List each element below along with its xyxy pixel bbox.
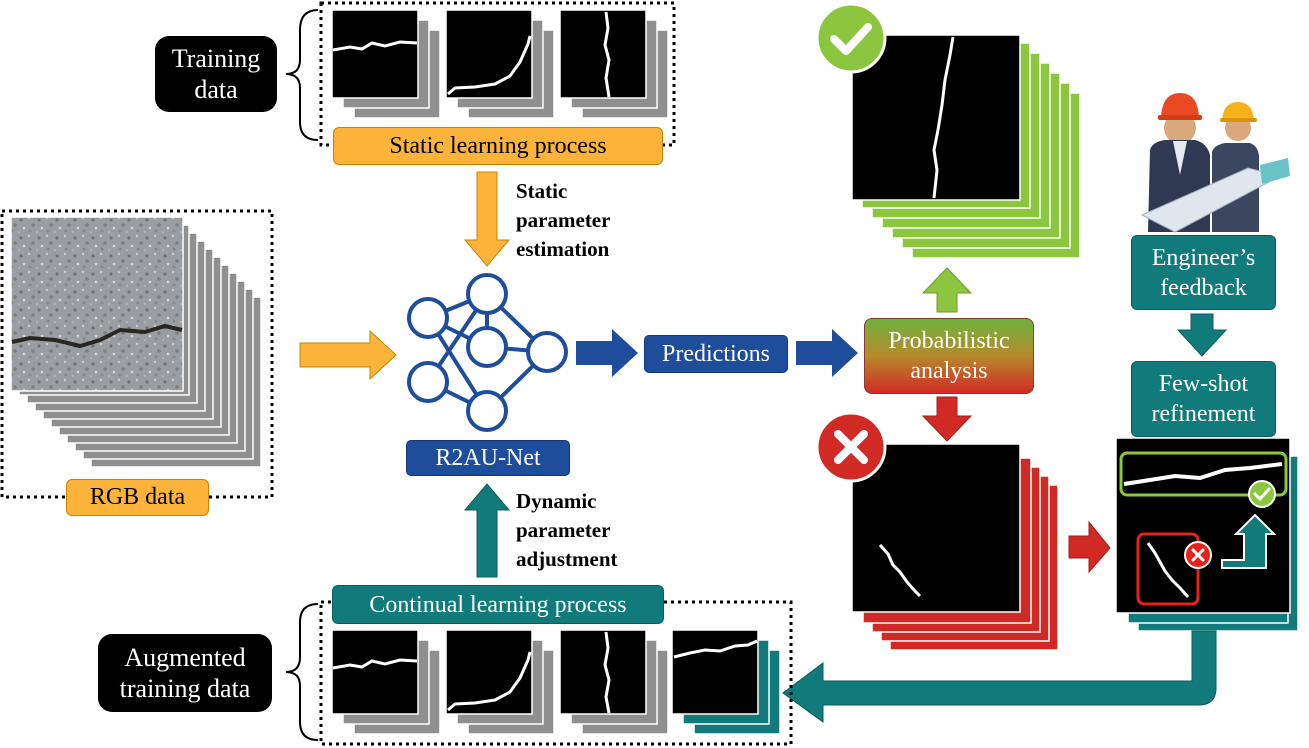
- augmented-data-group: [285, 600, 793, 746]
- return-arrow: [782, 630, 1217, 723]
- static-learning-process-label: Static learning process: [333, 127, 663, 165]
- predictions-label: Predictions: [644, 335, 788, 373]
- augmented-mask-stack-4: [671, 629, 781, 735]
- augmented-mask-stack-3: [559, 629, 669, 735]
- rgb-crack: [11, 323, 183, 349]
- to-analysis-arrow: [796, 329, 858, 377]
- to-refinement-arrow: [1068, 520, 1111, 574]
- dynamic-arrow: [463, 483, 511, 578]
- to-predictions-arrow: [576, 329, 638, 377]
- neural-network-icon: [407, 273, 568, 432]
- training-mask-stack-1: [331, 9, 441, 119]
- dynamic-parameter-adjustment-note: Dynamic parameter adjustment: [516, 489, 618, 571]
- r2au-net-label: R2AU-Net: [406, 440, 570, 476]
- refinement-check-icon: [1248, 480, 1276, 508]
- rgb-asphalt-image: [10, 216, 184, 392]
- training-data-border: [319, 1, 676, 147]
- augmented-mask-stack-2: [445, 629, 555, 735]
- rgb-data-group: [0, 209, 274, 499]
- feedback-arrow: [1176, 313, 1228, 357]
- static-parameter-estimation-note: Static parameter estimation: [516, 179, 611, 261]
- training-mask-stack-2: [445, 9, 555, 119]
- rejected-prediction-stack: [851, 443, 1059, 651]
- check-icon: [815, 2, 887, 74]
- augmented-data-brace: [285, 603, 319, 741]
- rgb-data-border: [0, 209, 274, 499]
- engineers-feedback-label: Engineer’s feedback: [1131, 235, 1276, 310]
- augmented-training-data-label: Augmented training data: [98, 634, 272, 712]
- training-data-group: [285, 1, 676, 147]
- accepted-prediction-stack: [851, 34, 1081, 259]
- augmented-mask-stack-1: [331, 629, 441, 735]
- training-mask-stack-3: [559, 9, 669, 119]
- probabilistic-analysis-label: Probabilistic analysis: [864, 318, 1034, 394]
- continual-learning-process-label: Continual learning process: [332, 585, 664, 624]
- accept-arrow: [921, 267, 973, 313]
- few-shot-refinement-label: Few-shot refinement: [1131, 361, 1276, 437]
- augmented-data-border: [319, 600, 793, 746]
- accepted-region-box: [1119, 451, 1288, 497]
- static-arrow: [463, 171, 511, 267]
- rgb-data-label: RGB data: [66, 479, 209, 516]
- engineers-illustration: [1140, 93, 1290, 233]
- reject-arrow: [921, 396, 973, 442]
- cross-icon: [815, 411, 887, 483]
- training-data-brace: [285, 9, 319, 141]
- training-data-label: Training data: [155, 36, 277, 112]
- input-arrow: [299, 329, 397, 381]
- refinement-up-arrow: [1221, 513, 1277, 569]
- refinement-stack: [1115, 437, 1299, 632]
